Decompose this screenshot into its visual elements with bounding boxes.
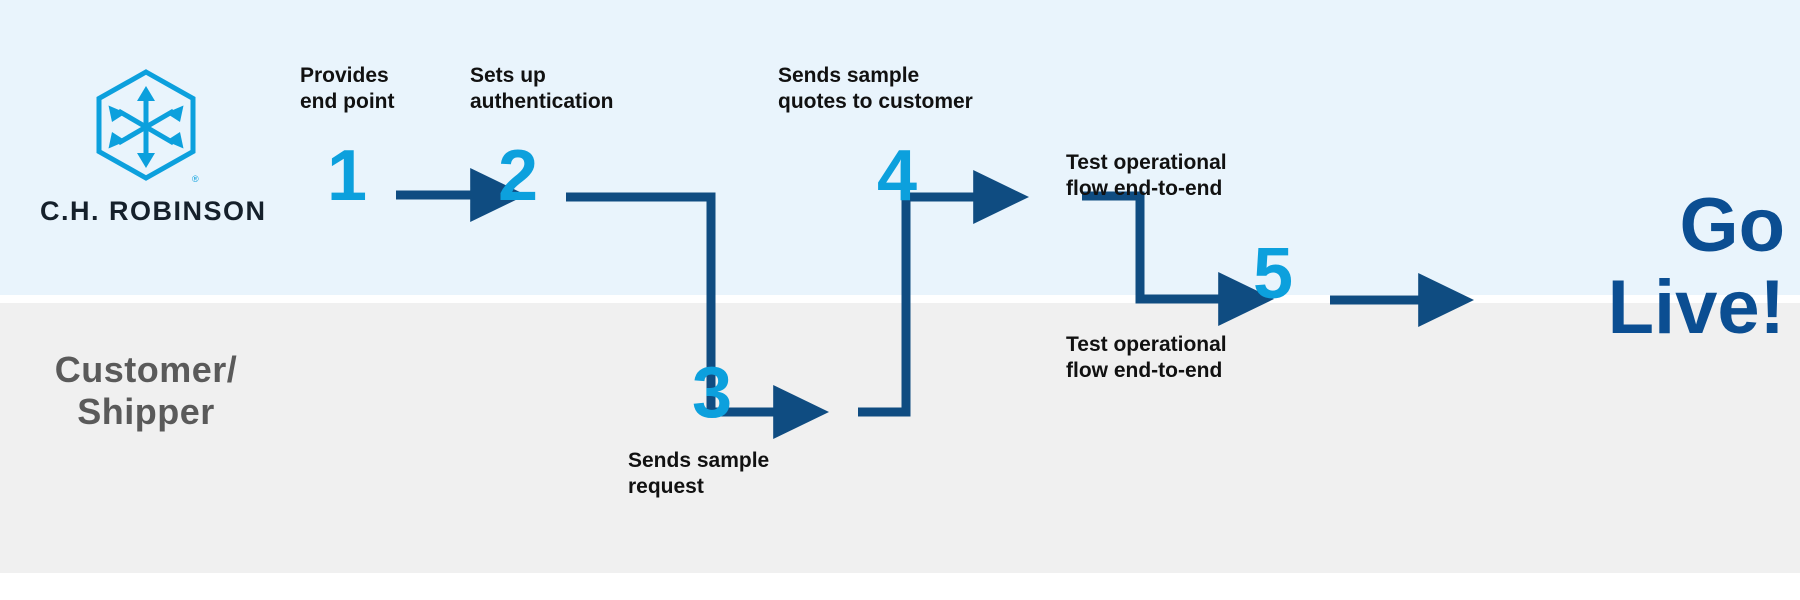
brand-wordmark: C.H. ROBINSON: [40, 196, 267, 226]
step-1-caption: Provides end point: [300, 64, 395, 114]
step-5-caption-above: Test operational flow end-to-end: [1066, 151, 1227, 201]
step-2-caption: Sets up authentication: [470, 64, 614, 114]
step-4-caption: Sends sample quotes to customer: [778, 64, 973, 114]
chrobinson-hexagon-arrows-icon: ®: [96, 69, 199, 184]
step-1-number: 1: [326, 136, 368, 216]
go-live-callout: Go Live!: [1607, 183, 1785, 351]
svg-text:®: ®: [192, 174, 199, 184]
step-4-number: 4: [876, 136, 918, 216]
lane-label-customer-shipper: Customer/ Shipper: [54, 349, 238, 433]
step-5-number: 5: [1252, 234, 1294, 314]
brand-block: ® C.H. ROBINSON: [40, 68, 267, 227]
step-3-number: 3: [691, 353, 733, 433]
step-2-number: 2: [497, 136, 539, 216]
page-footer-background: [0, 573, 1800, 600]
step-3-caption: Sends sample request: [628, 449, 770, 499]
step-5-caption-below: Test operational flow end-to-end: [1066, 333, 1227, 383]
